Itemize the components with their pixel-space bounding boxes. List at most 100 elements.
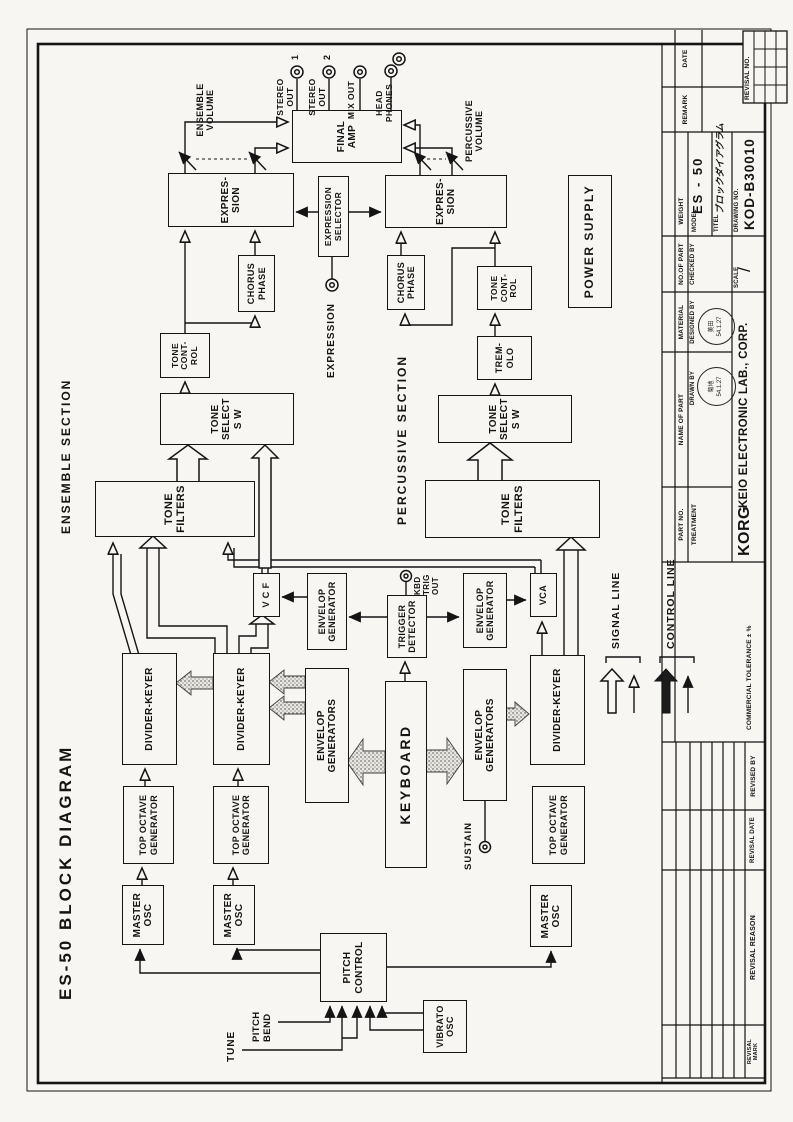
envelop-generators-ensemble-block: ENVELOP GENERATORS [305, 668, 349, 803]
divider-keyer-1-label: DIVIDER-KEYER [143, 667, 155, 751]
tone-select-sw-ensemble-label: TONE SELECT S W [210, 398, 244, 440]
pitch-control-block: PITCH CONTROL [320, 933, 387, 1002]
master-osc-percussive-label: MASTER OSC [539, 893, 562, 939]
chorus-phase-ensemble-block: CHORUS PHASE [238, 255, 275, 312]
master-osc-2-label: MASTER OSC [222, 892, 245, 938]
tremolo-block: TREM- OLO [477, 336, 532, 380]
master-osc-1-block: MASTER OSC [122, 885, 164, 945]
master-osc-percussive-block: MASTER OSC [530, 885, 572, 947]
trigger-detector-label: TRIGGER DETECTOR [396, 600, 417, 653]
pitch-bend-label: PITCH BEND [251, 1011, 273, 1043]
tone-control-percussive-label: TONE CONT- ROL [489, 273, 519, 303]
tone-filters-percussive-label: TONE FILTERS [500, 485, 525, 533]
vibrato-osc-label: VIBRATO OSC [434, 1005, 455, 1048]
envelop-generator-ensemble-block: ENVELOP GENERATOR [307, 573, 347, 650]
keyboard-label: KEYBOARD [397, 724, 414, 825]
revisal-mark-header: REVISAL MARK [747, 1038, 760, 1065]
no-of-part-header: NO.OF PART [678, 243, 685, 285]
chorus-phase-percussive-block: CHORUS PHASE [387, 255, 425, 310]
vca-label: VCA [538, 584, 549, 606]
power-supply-block: POWER SUPPLY [568, 175, 612, 308]
trigger-detector-block: TRIGGER DETECTOR [387, 595, 427, 658]
envelop-generators-percussive-block: ENVELOP GENERATORS [463, 669, 507, 801]
stereo-out-2-label: STEREO OUT [307, 78, 327, 116]
revised-by-header: REVISED BY [750, 755, 757, 797]
tone-filters-percussive-block: TONE FILTERS [425, 480, 600, 538]
revisal-no-header: REVISAL NO. [744, 56, 751, 100]
divider-keyer-percussive-label: DIVIDER-KEYER [551, 668, 563, 752]
stereo-out-2-number: 2 [322, 54, 332, 60]
kbd-trig-out-label: KBD TRIG OUT [413, 574, 441, 595]
chorus-phase-ensemble-label: CHORUS PHASE [246, 262, 267, 305]
page-title: ES-50 BLOCK DIAGRAM [56, 744, 75, 1000]
top-octave-generator-percussive-label: TOP OCTAVE GENERATOR [548, 794, 569, 856]
power-supply-label: POWER SUPPLY [582, 184, 597, 299]
tone-filters-ensemble-label: TONE FILTERS [162, 485, 187, 533]
designed-by-stamp-name: 美田 [709, 320, 716, 333]
designed-by-stamp-date: 54.1.27 [716, 316, 723, 337]
tremolo-label: TREM- OLO [494, 342, 515, 374]
tone-select-sw-ensemble-block: TONE SELECT S W [160, 393, 294, 445]
tone-control-ensemble-label: TONE CONT- ROL [169, 341, 199, 370]
designed-by-stamp: 美田 54.1.27 [698, 308, 735, 345]
sustain-label: SUSTAIN [463, 822, 474, 870]
expression-ensemble-block: EXPRES- SION [168, 173, 294, 227]
designed-by-header: DESIGNED BY [690, 300, 696, 344]
top-octave-generator-2-label: TOP OCTAVE GENERATOR [230, 794, 251, 856]
checked-by-header: CHECKED BY [690, 243, 696, 285]
vca-block: VCA [530, 573, 557, 617]
expression-selector-block: EXPRESSION SELECTOR [318, 176, 349, 257]
divider-keyer-2-block: DIVIDER-KEYER [213, 653, 270, 765]
mix-out-label: MIX OUT [346, 80, 356, 120]
divider-keyer-1-block: DIVIDER-KEYER [122, 653, 177, 765]
ensemble-section-heading: ENSEMBLE SECTION [59, 378, 73, 534]
expression-ensemble-label: EXPRES- SION [219, 176, 242, 224]
vibrato-osc-block: VIBRATO OSC [423, 1000, 467, 1053]
material-header: MATERIAL [678, 304, 685, 340]
expression-jack-label: EXPRESSION [326, 302, 337, 378]
envelop-generators-ensemble-label: ENVELOP GENERATORS [315, 698, 338, 773]
top-octave-generator-1-block: TOP OCTAVE GENERATOR [123, 786, 174, 864]
pitch-control-label: PITCH CONTROL [342, 941, 365, 994]
korg-logo: KORG [736, 506, 753, 556]
final-amp-label: FINAL AMP [335, 120, 358, 153]
titel-value: ブロックダイアグラム [715, 123, 725, 214]
stereo-out-1-number: 1 [290, 54, 300, 60]
chorus-phase-percussive-label: CHORUS PHASE [395, 261, 416, 304]
tune-label: TUNE [226, 1030, 237, 1062]
percussive-section-heading: PERCUSSIVE SECTION [395, 354, 409, 525]
ensemble-volume-label: ENSEMBLE VOLUME [195, 83, 216, 137]
date-header: DATE [682, 49, 689, 68]
drawn-by-stamp-date: 54.1.27 [716, 376, 723, 397]
tone-select-sw-percussive-label: TONE SELECT S W [488, 398, 522, 440]
tone-filters-ensemble-block: TONE FILTERS [95, 481, 255, 537]
model-value: ES - 50 [690, 156, 705, 214]
revisal-date-header: REVISAL DATE [750, 817, 756, 863]
titel-header: TITEL [714, 214, 720, 232]
scale-value: / [735, 267, 754, 272]
drawing-no-header: DRAWING NO. [734, 188, 740, 232]
master-osc-1-label: MASTER OSC [131, 892, 154, 938]
maker-name: KEIO ELECTRONIC LAB., CORP. [738, 322, 750, 508]
treatment-header: TREATMENT [691, 503, 698, 546]
headphones-label: HEAD PHONES [374, 83, 394, 123]
revisal-reason-header: REVISAL REASON [750, 915, 757, 980]
control-line-legend-label: CONTROL LINE [665, 558, 677, 649]
expression-selector-label: EXPRESSION SELECTOR [322, 186, 343, 247]
signal-line-legend-label: SIGNAL LINE [610, 571, 622, 649]
remark-header: REMARK [682, 94, 689, 125]
stereo-out-1-label: STEREO OUT [275, 78, 295, 116]
envelop-generators-percussive-label: ENVELOP GENERATORS [473, 698, 496, 772]
divider-keyer-2-label: DIVIDER-KEYER [235, 667, 247, 751]
name-of-part-header: NAME OF PART [678, 393, 685, 446]
tone-control-ensemble-block: TONE CONT- ROL [160, 333, 210, 378]
envelop-generator-ensemble-label: ENVELOP GENERATOR [316, 581, 337, 642]
tone-control-percussive-block: TONE CONT- ROL [477, 266, 532, 310]
vcf-block: V C F [253, 573, 280, 617]
part-no-header: PART NO. [678, 508, 685, 541]
drawing-no-value: KOD-B30010 [742, 138, 757, 230]
top-octave-generator-percussive-block: TOP OCTAVE GENERATOR [532, 786, 585, 864]
expression-percussive-block: EXPRES- SION [385, 175, 507, 228]
keyboard-block: KEYBOARD [385, 681, 427, 868]
